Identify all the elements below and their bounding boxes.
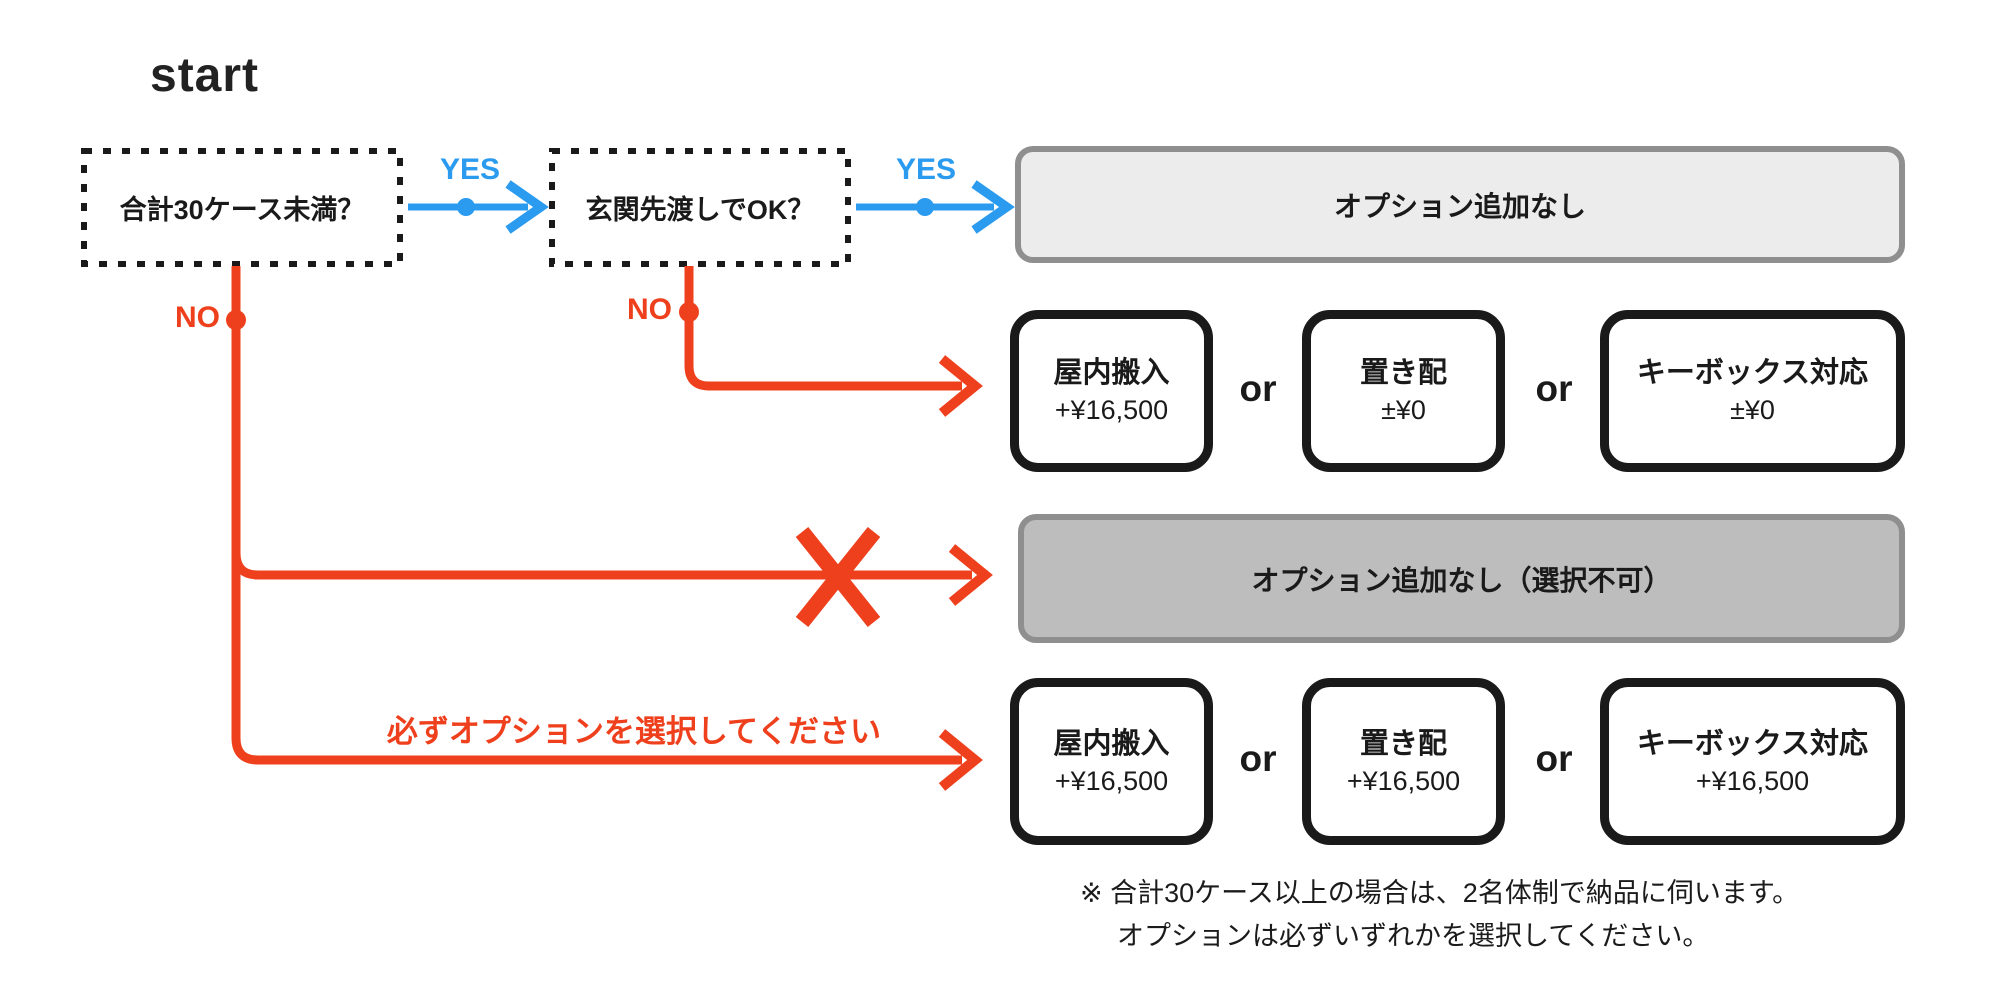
- question-box-front-door: 玄関先渡しでOK？: [552, 151, 848, 264]
- question-1-label: 合計30ケース未満？: [119, 195, 365, 225]
- option-price: +¥16,500: [1346, 765, 1461, 796]
- option-box-doorstep-drop-row1: 置き配 ±¥0: [1302, 310, 1505, 472]
- option-box-keybox-row1: キーボックス対応 ±¥0: [1600, 310, 1905, 472]
- x-mark-icon: [795, 527, 881, 627]
- no-arrow-q2-line: [684, 266, 962, 391]
- no-arrow-q2-head-icon: [938, 355, 983, 417]
- middle-arrow-head-icon: [948, 544, 993, 606]
- no-label-2: NO: [627, 293, 672, 326]
- yes-label-1: YES: [439, 153, 501, 186]
- result-box-no-option-disabled: オプション追加なし（選択不可）: [1018, 514, 1905, 643]
- or-label-row1-b: or: [1535, 368, 1573, 409]
- no-arrow-q1-dot-icon: [226, 310, 246, 330]
- option-price: +¥16,500: [1054, 765, 1169, 796]
- option-title: キーボックス対応: [1636, 357, 1869, 389]
- option-title: 置き配: [1359, 357, 1447, 389]
- option-price: +¥16,500: [1695, 765, 1810, 796]
- yes-arrow-1-dot-icon: [457, 198, 475, 216]
- option-price: +¥16,500: [1054, 395, 1169, 425]
- option-box-keybox-row2: キーボックス対応 +¥16,500: [1600, 678, 1905, 845]
- or-label-row1-a: or: [1239, 368, 1277, 409]
- no-label-1: NO: [175, 301, 220, 334]
- or-label-row2-b: or: [1535, 738, 1573, 779]
- footnote-line-2: オプションは必ずいずれかを選択してください。: [1117, 921, 1710, 951]
- question-1-dotted-border: [81, 148, 403, 267]
- question-box-total-cases: 合計30ケース未満？: [84, 151, 400, 264]
- option-title: 屋内搬入: [1053, 727, 1170, 760]
- question-2-label: 玄関先渡しでOK？: [585, 195, 815, 225]
- page-title: start: [150, 49, 260, 102]
- bottom-arrow-head-icon: [938, 729, 983, 791]
- option-price: ±¥0: [1381, 395, 1426, 425]
- question-2-dotted-border: [549, 148, 851, 267]
- yes-arrow-1-head-icon: [505, 180, 549, 234]
- result-no-option-disabled-label: オプション追加なし（選択不可）: [1251, 564, 1672, 596]
- footnote-line-1: ※ 合計30ケース以上の場合は、2名体制で納品に伺います。: [1080, 878, 1800, 908]
- yes-arrow-2-dot-icon: [916, 198, 934, 216]
- option-title: 置き配: [1359, 727, 1447, 760]
- option-title: 屋内搬入: [1053, 357, 1170, 389]
- mandatory-option-instruction: 必ずオプションを選択してください: [386, 714, 882, 749]
- option-box-doorstep-drop-row2: 置き配 +¥16,500: [1302, 678, 1505, 845]
- result-no-option-label: オプション追加なし: [1333, 190, 1586, 222]
- option-title: キーボックス対応: [1636, 727, 1869, 760]
- result-box-no-option: オプション追加なし: [1015, 146, 1905, 263]
- or-label-row2-a: or: [1239, 738, 1277, 779]
- no-arrow-q2-dot-icon: [679, 302, 699, 322]
- footnote: ※ 合計30ケース以上の場合は、2名体制で納品に伺います。 オプションは必ずいず…: [1080, 872, 1799, 958]
- option-box-indoor-carry-row1: 屋内搬入 +¥16,500: [1010, 310, 1213, 472]
- no-trunk-bottom-line: [231, 266, 962, 765]
- no-branch-middle-line: [231, 552, 972, 580]
- option-price: ±¥0: [1730, 395, 1775, 425]
- yes-label-2: YES: [895, 153, 957, 186]
- option-box-indoor-carry-row2: 屋内搬入 +¥16,500: [1010, 678, 1213, 845]
- yes-arrow-2-head-icon: [971, 180, 1015, 234]
